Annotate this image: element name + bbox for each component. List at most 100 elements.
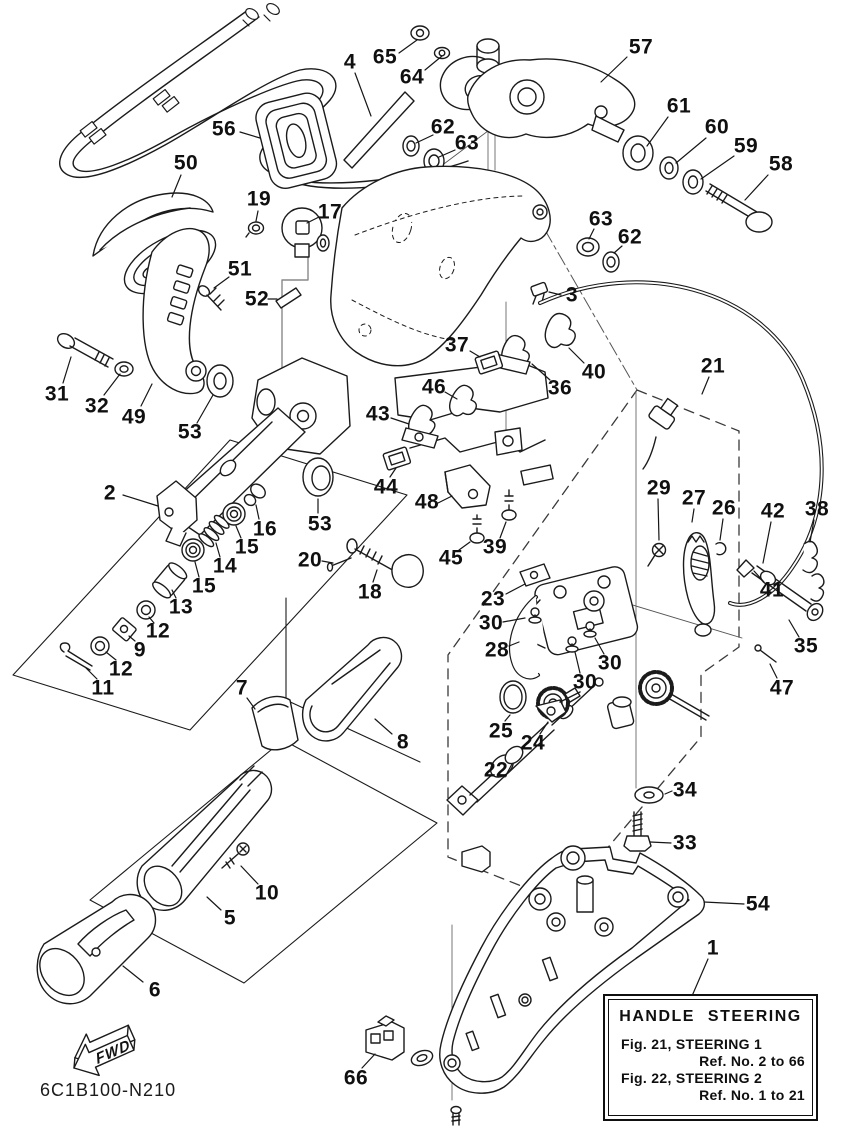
part-grip-sleeve-8 <box>301 636 403 742</box>
part-tiller-arm-2 <box>156 357 351 547</box>
callout-30: 30 <box>572 670 598 694</box>
leader-13 <box>171 589 177 599</box>
leader-1 <box>691 958 709 997</box>
info-fig1-ref: Ref. No. 2 to 66 <box>699 1053 805 1069</box>
callout-25: 25 <box>488 719 514 743</box>
callout-21: 21 <box>700 354 726 378</box>
leader-17 <box>306 216 320 224</box>
leader-49 <box>140 383 153 407</box>
callout-60: 60 <box>704 115 730 139</box>
leader-9 <box>128 635 136 642</box>
part-bottom-cover-54 <box>439 845 706 1126</box>
callout-65: 65 <box>372 45 398 69</box>
callout-37: 37 <box>444 333 470 357</box>
callout-38: 38 <box>804 497 830 521</box>
leader-31 <box>62 356 72 384</box>
part-link-rod-35 <box>736 540 825 663</box>
leader-37 <box>469 350 481 358</box>
callout-39: 39 <box>482 535 508 559</box>
callout-12: 12 <box>145 619 171 643</box>
leader-21 <box>701 376 710 395</box>
callout-22: 22 <box>483 758 509 782</box>
leader-10 <box>240 865 259 885</box>
leader-30 <box>594 637 605 655</box>
leader-16 <box>255 504 260 520</box>
callout-10: 10 <box>254 881 280 905</box>
leader-14 <box>215 542 221 558</box>
leader-65 <box>398 39 418 54</box>
callout-61: 61 <box>666 94 692 118</box>
leader-51 <box>213 276 230 289</box>
part-curved-shim-7 <box>251 695 299 751</box>
callout-63: 63 <box>454 131 480 155</box>
part-clamps-and-fittings <box>326 281 576 588</box>
leader-62 <box>613 245 623 254</box>
callout-24: 24 <box>520 731 546 755</box>
callout-56: 56 <box>211 117 237 141</box>
leader-25 <box>504 714 511 722</box>
leader-34 <box>664 790 673 795</box>
callout-42: 42 <box>760 499 786 523</box>
info-box: HANDLE STEERING Fig. 21, STEERING 1 Ref.… <box>603 994 818 1121</box>
leader-30 <box>574 651 581 674</box>
leader-18 <box>372 569 378 583</box>
callout-11: 11 <box>91 676 115 700</box>
callout-23: 23 <box>480 587 506 611</box>
leader-4 <box>354 72 372 117</box>
leader-56 <box>239 131 261 139</box>
callout-19: 19 <box>246 187 272 211</box>
leader-41 <box>753 570 765 583</box>
leader-46 <box>444 391 458 400</box>
callout-50: 50 <box>173 151 199 175</box>
callout-35: 35 <box>793 634 819 658</box>
leader-24 <box>539 721 549 735</box>
callout-66: 66 <box>343 1066 369 1090</box>
leader-42 <box>762 521 772 564</box>
leader-36 <box>531 363 551 381</box>
callout-59: 59 <box>733 134 759 158</box>
leader-47 <box>769 663 778 679</box>
callout-53: 53 <box>307 512 333 536</box>
part-clamp-17 <box>245 207 330 446</box>
leader-32 <box>103 373 121 396</box>
callout-62: 62 <box>617 225 643 249</box>
leader-6 <box>122 965 144 983</box>
part-handle-tube-5 <box>136 765 273 911</box>
callout-49: 49 <box>121 405 147 429</box>
callout-54: 54 <box>745 892 771 916</box>
callout-8: 8 <box>396 730 410 754</box>
callout-20: 20 <box>297 548 323 572</box>
leader-8 <box>374 718 393 735</box>
part-grommet-56 <box>255 92 338 189</box>
leader-33 <box>649 841 672 844</box>
callout-51: 51 <box>227 257 253 281</box>
leader-15 <box>194 561 200 578</box>
part-throttle-cable-21 <box>538 280 824 607</box>
leader-63 <box>438 149 456 158</box>
leader-7 <box>246 697 256 710</box>
part-throttle-mechanism <box>499 532 727 730</box>
callout-17: 17 <box>317 200 343 224</box>
leader-35 <box>788 619 800 638</box>
callout-58: 58 <box>768 152 794 176</box>
leader-19 <box>255 210 259 222</box>
info-box-title: HANDLE STEERING <box>619 1008 802 1025</box>
callout-44: 44 <box>373 475 399 499</box>
leader-30 <box>502 617 526 623</box>
callout-63: 63 <box>588 207 614 231</box>
callout-27: 27 <box>681 486 707 510</box>
leader-58 <box>744 174 769 201</box>
leader-12 <box>148 616 155 624</box>
callout-64: 64 <box>399 65 425 89</box>
leader-38 <box>809 519 815 543</box>
callout-41: 41 <box>759 578 785 602</box>
info-fig2: Fig. 22, STEERING 2 <box>621 1070 763 1086</box>
leader-43 <box>390 417 410 425</box>
callout-40: 40 <box>581 360 607 384</box>
callout-28: 28 <box>484 638 510 662</box>
info-fig1: Fig. 21, STEERING 1 <box>621 1036 763 1052</box>
callout-5: 5 <box>223 906 237 930</box>
leader-28 <box>508 641 520 647</box>
part-washer-34-bolt-33 <box>623 786 664 852</box>
